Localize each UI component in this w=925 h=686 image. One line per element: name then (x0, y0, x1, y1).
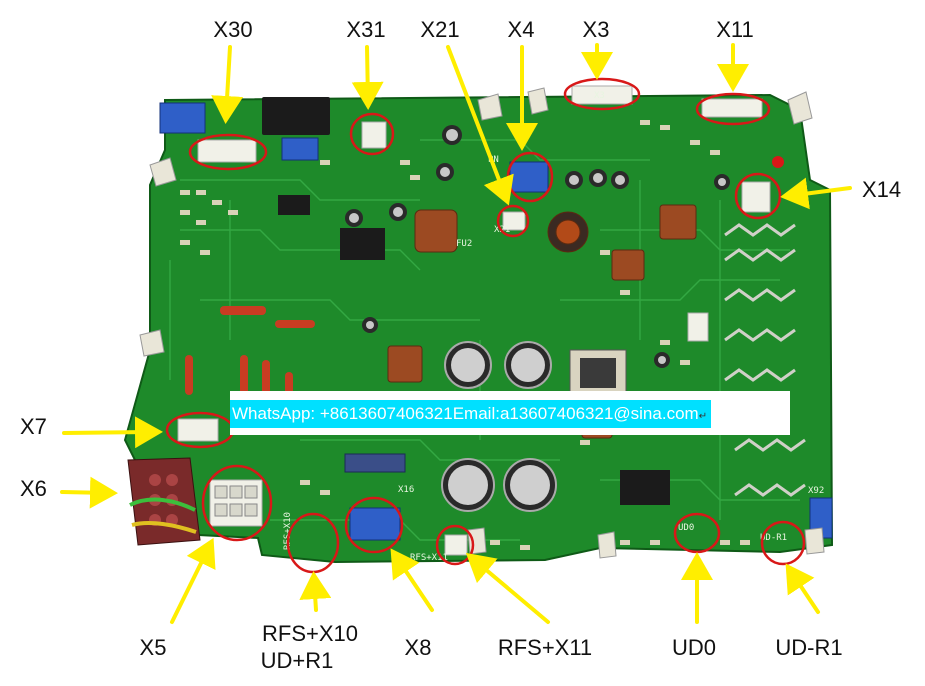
circle-x14 (734, 172, 782, 220)
arrow-x14 (780, 177, 852, 210)
white-connectors (177, 85, 771, 556)
x5-pins (214, 485, 258, 517)
label-x21: X21 (420, 17, 459, 42)
label-ud-r1-plus: UD+R1 (261, 648, 334, 673)
circuit-board: PN X21 FU2 X16 RFS+X11 RFS+X10 UD0 UD-R1… (123, 85, 834, 564)
label-x14: X14 (862, 177, 901, 202)
circle-x21 (496, 204, 530, 238)
circle-x8 (344, 496, 404, 554)
arrow-x8 (390, 548, 434, 612)
silk-rfs-x10: RFS+X10 (283, 512, 293, 550)
label-ud-r1: UD-R1 (775, 635, 842, 660)
watermark-banner: WhatsApp: +8613607406321Email:a136074063… (230, 400, 712, 428)
transformer (569, 349, 627, 397)
label-x4: X4 (508, 17, 535, 42)
arrow-rfs-x10 (299, 571, 332, 612)
board-standoffs (139, 87, 825, 559)
silk-rfs-x11: RFS+X11 (410, 553, 448, 563)
silk-udr1: UD-R1 (760, 533, 787, 543)
circle-x11 (695, 92, 771, 126)
circle-x31 (349, 112, 395, 156)
arrow-x30 (211, 45, 244, 124)
circle-rfs-x11 (435, 524, 475, 566)
blue-connectors (159, 102, 833, 541)
silk-x3: X3 (594, 91, 605, 101)
ic-chips (262, 97, 670, 505)
board-traces (169, 139, 800, 541)
arrow-ud-r1 (785, 563, 820, 614)
watermark-text: WhatsApp: +8613607406321Email:a136074063… (232, 404, 699, 423)
silk-x92: X92 (808, 486, 824, 496)
label-x31: X31 (346, 17, 385, 42)
label-ud0: UD0 (672, 635, 716, 660)
arrow-x5 (170, 537, 216, 624)
label-x5: X5 (140, 635, 167, 660)
label-rfs-x10: RFS+X10 (262, 621, 358, 646)
circle-ud-r1 (760, 520, 806, 566)
silk-x16: X16 (398, 485, 414, 495)
silk-fu2: FU2 (456, 239, 472, 249)
arrow-x6 (60, 476, 118, 509)
arrow-x7 (62, 416, 163, 449)
electrolytic-capacitors (345, 125, 730, 512)
status-led (772, 156, 784, 168)
label-x6: X6 (20, 476, 47, 501)
label-x30: X30 (213, 17, 252, 42)
fuse (344, 453, 406, 473)
callout-arrows (60, 43, 852, 624)
arrow-rfs-x11 (465, 552, 550, 624)
label-x8: X8 (405, 635, 432, 660)
arrow-x31 (351, 45, 384, 110)
label-x3: X3 (583, 17, 610, 42)
silk-ud0: UD0 (678, 523, 694, 533)
label-rfs-x11: RFS+X11 (498, 635, 592, 660)
power-resistors (185, 306, 315, 402)
label-x11: X11 (716, 17, 754, 42)
arrow-x21 (446, 45, 514, 206)
circle-x5 (201, 464, 273, 542)
watermark-suffix: ↵ (698, 411, 708, 422)
circle-x30 (188, 133, 268, 171)
label-x7: X7 (20, 414, 47, 439)
transistor-heatsinks (724, 223, 806, 497)
x6-connector (127, 457, 201, 546)
